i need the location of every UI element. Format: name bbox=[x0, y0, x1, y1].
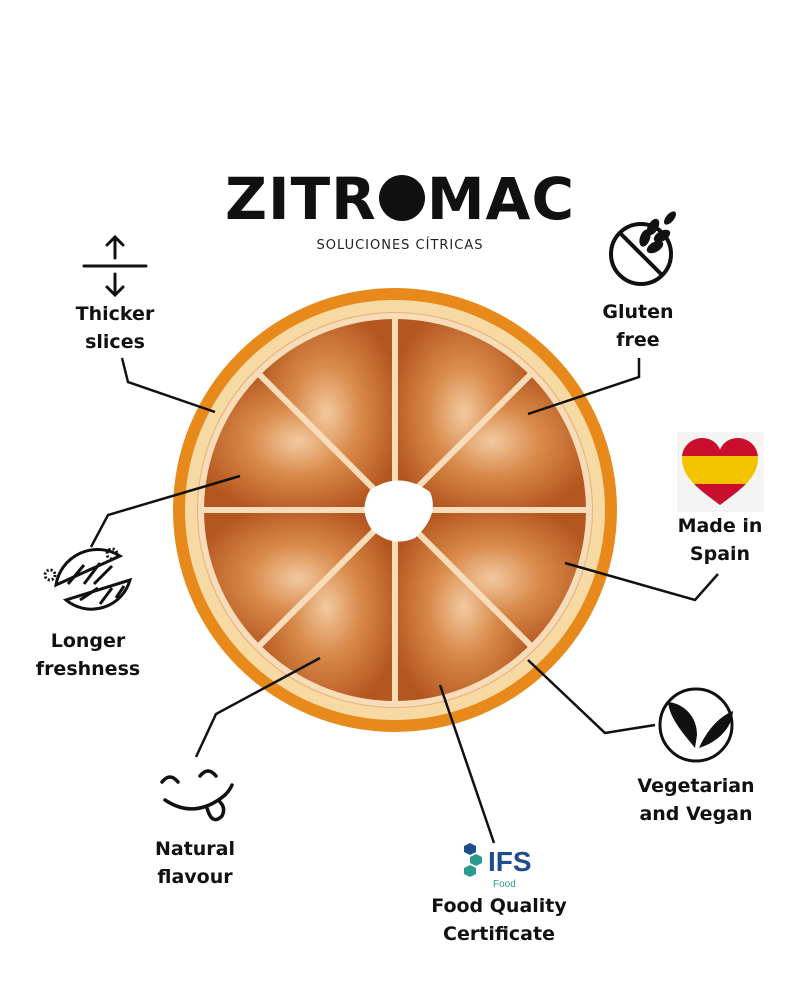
feature-thicker-line1: Thicker bbox=[75, 303, 155, 325]
ifs-logo-subtext: Food bbox=[493, 879, 516, 890]
feature-natural-line2: flavour bbox=[157, 866, 233, 888]
brand-tagline: SOLUCIONES CÍTRICAS bbox=[316, 238, 484, 253]
feature-natural-flavour: Natural flavour bbox=[140, 835, 250, 891]
tasty-face-icon bbox=[160, 769, 234, 822]
feature-vegan-line1: Vegetarian bbox=[637, 775, 755, 797]
connector-spain bbox=[564, 561, 719, 602]
ifs-food-logo: IFS Food bbox=[464, 843, 532, 890]
feature-made-in-spain: Made in Spain bbox=[668, 512, 772, 568]
feature-longer-freshness: Longer freshness bbox=[26, 627, 150, 683]
dried-orange-slice bbox=[173, 288, 617, 732]
feature-gluten-line1: Gluten bbox=[602, 301, 674, 323]
feature-spain-line1: Made in bbox=[677, 515, 763, 537]
connector-gluten bbox=[527, 358, 641, 416]
brand-name-end: MAC bbox=[426, 165, 576, 233]
connector-freshness bbox=[89, 474, 241, 548]
connector-natural bbox=[194, 656, 321, 758]
feature-freshness-line2: freshness bbox=[35, 658, 141, 680]
no-gluten-wheat-icon bbox=[609, 211, 676, 286]
feature-thicker-line2: slices bbox=[85, 331, 145, 353]
thickness-arrows-icon bbox=[82, 234, 148, 298]
orange-core bbox=[364, 480, 433, 542]
orange-segments bbox=[197, 312, 593, 708]
feature-ifs-certificate: Food Quality Certificate bbox=[424, 892, 574, 948]
feature-vegetarian-vegan: Vegetarian and Vegan bbox=[628, 772, 764, 828]
feature-vegan-line2: and Vegan bbox=[639, 803, 753, 825]
brand-name-start: ZITR bbox=[224, 165, 377, 233]
brand-logo-dot bbox=[378, 175, 425, 221]
feature-freshness-line1: Longer bbox=[50, 630, 126, 652]
connector-thicker bbox=[120, 357, 216, 414]
feature-spain-line2: Spain bbox=[689, 543, 751, 565]
feature-ifs-line1: Food Quality bbox=[431, 895, 567, 917]
feature-thicker-slices: Thicker slices bbox=[60, 300, 170, 356]
connector-ifs bbox=[438, 684, 496, 844]
citrus-slice-icon bbox=[43, 547, 133, 611]
ifs-logo-text: IFS bbox=[488, 846, 532, 877]
spain-flag-heart-icon bbox=[677, 432, 764, 512]
feature-natural-line1: Natural bbox=[154, 838, 236, 860]
connector-vegan bbox=[527, 659, 656, 735]
connector-lines bbox=[89, 357, 719, 844]
vegan-leaves-icon bbox=[658, 687, 734, 763]
feature-ifs-line2: Certificate bbox=[443, 923, 555, 945]
feature-gluten-free: Gluten free bbox=[588, 298, 688, 354]
feature-gluten-line2: free bbox=[616, 329, 660, 351]
